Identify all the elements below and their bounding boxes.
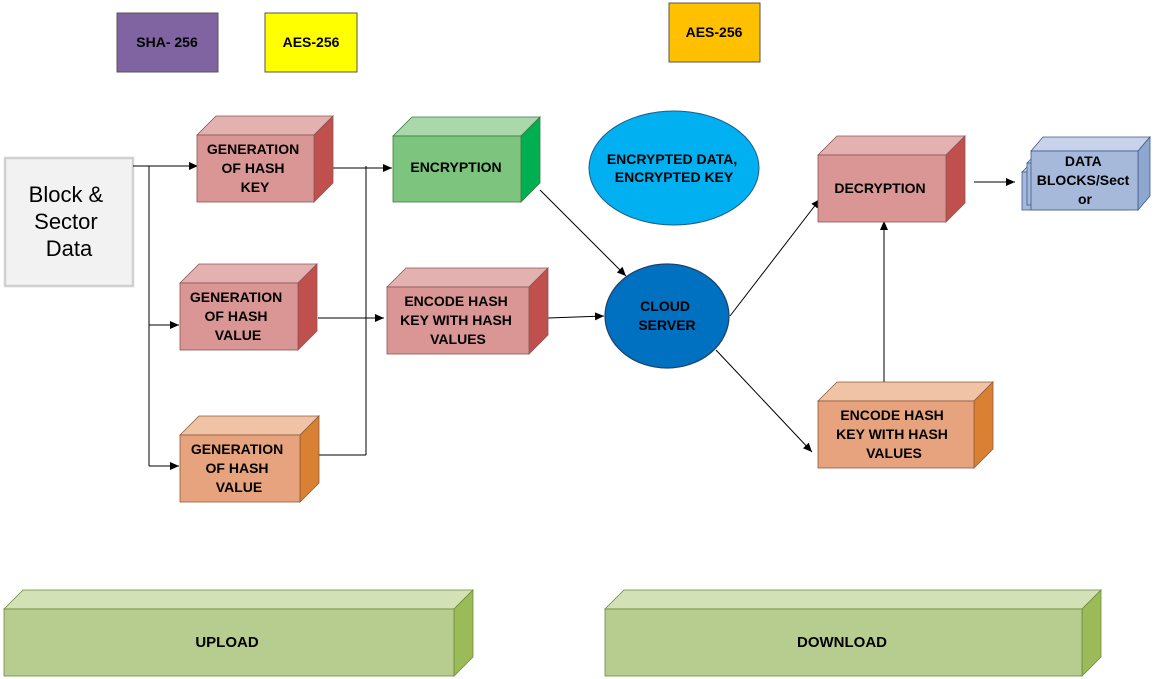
legend-sha256: SHA- 256	[116, 12, 219, 73]
upload-phase-bar: UPLOAD	[3, 589, 474, 677]
generation-hash-value-box-1: GENERATION OF HASH VALUE	[179, 263, 318, 351]
data-blocks-box: DATA BLOCKS/Sect or	[1021, 135, 1151, 212]
legend-aes256-orange-label: AES-256	[686, 24, 743, 40]
legend-sha256-label: SHA- 256	[136, 34, 198, 50]
encrypted-data-ellipse: ENCRYPTED DATA, ENCRYPTED KEY	[588, 110, 760, 226]
legend-aes256-orange: AES-256	[668, 2, 761, 63]
generation-hash-value-1-label: GENERATION OF HASH VALUE	[190, 289, 286, 343]
generation-hash-key-box: GENERATION OF HASH KEY	[196, 115, 334, 203]
connector-encode-to-server	[547, 312, 605, 321]
encode-hash-download-box: ENCODE HASH KEY WITH HASH VALUES	[817, 381, 994, 469]
cloud-server-ellipse: CLOUD SERVER	[604, 263, 730, 369]
legend-aes256-yellow-label: AES-256	[283, 34, 340, 50]
encrypted-data-label: ENCRYPTED DATA, ENCRYPTED KEY	[607, 151, 741, 185]
block-sector-data-box: Block & Sector Data	[3, 156, 135, 288]
legend-aes256-yellow: AES-256	[264, 12, 358, 73]
encode-hash-upload-box: ENCODE HASH KEY WITH HASH VALUES	[386, 267, 549, 355]
block-sector-data-label: Block & Sector Data	[29, 182, 110, 261]
generation-hash-key-label: GENERATION OF HASH KEY	[207, 141, 303, 195]
legend-aes256-orange-swatch	[668, 2, 761, 63]
encode-hash-download-label: ENCODE HASH KEY WITH HASH VALUES	[836, 407, 952, 461]
encode-hash-upload-label: ENCODE HASH KEY WITH HASH VALUES	[400, 293, 516, 347]
connector-server-to-encode-download	[715, 349, 813, 453]
decryption-label: DECRYPTION	[834, 180, 925, 196]
connector-input-trunk	[133, 165, 150, 466]
legend-aes256-yellow-swatch	[264, 12, 358, 73]
connectors	[133, 162, 1015, 470]
upload-label: UPLOAD	[195, 634, 259, 651]
generation-hash-value-2-label: GENERATION OF HASH VALUE	[191, 441, 287, 495]
encryption-box: ENCRYPTION	[392, 116, 541, 203]
generation-hash-value-box-2: GENERATION OF HASH VALUE	[179, 415, 320, 503]
data-blocks-label: DATA BLOCKS/Sect or	[1037, 153, 1133, 207]
connector-encryption-to-server	[539, 189, 627, 277]
connector-server-to-decryption	[729, 198, 821, 317]
legend-sha256-swatch	[116, 12, 219, 73]
download-label: DOWNLOAD	[797, 634, 887, 651]
encryption-label: ENCRYPTION	[410, 159, 501, 175]
decryption-box: DECRYPTION	[817, 135, 966, 223]
download-phase-bar: DOWNLOAD	[604, 589, 1102, 677]
cloud-server-label: CLOUD SERVER	[638, 298, 695, 333]
